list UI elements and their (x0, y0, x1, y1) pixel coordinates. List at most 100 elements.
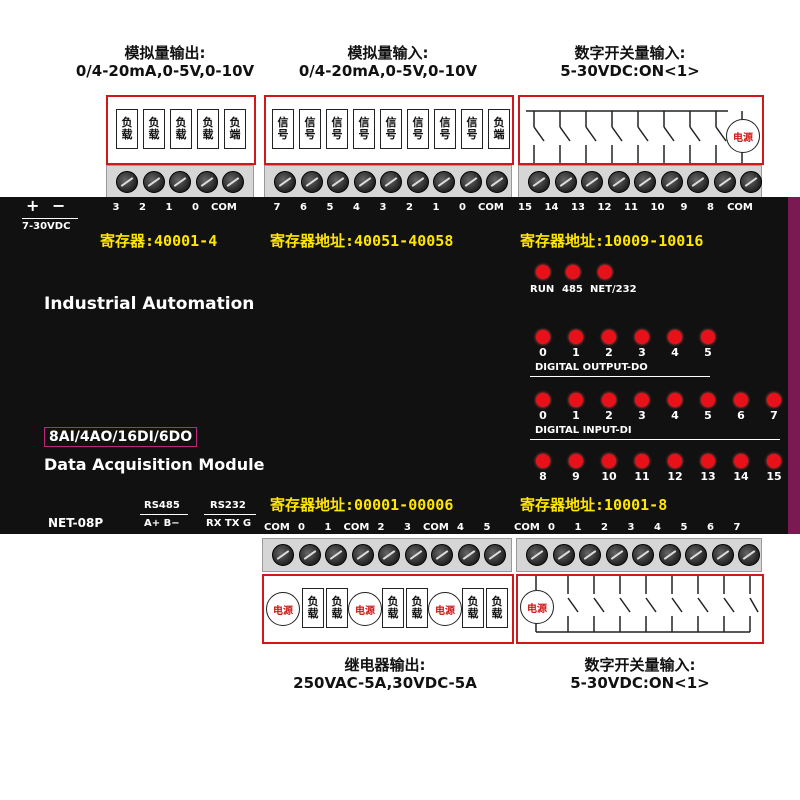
terminal-screw (687, 171, 709, 193)
ai-pin-label: 4 (353, 202, 360, 213)
di-pin-label: 10 (650, 202, 665, 213)
ai-signal-box: 信号 (272, 109, 294, 149)
relay-load-box: 负载 (462, 588, 484, 628)
terminal-screw (406, 171, 429, 193)
do-led (635, 330, 649, 344)
di-pin-label: 8 (707, 202, 714, 213)
terminal-screw (484, 544, 506, 566)
ai-signal-box: 信号 (434, 109, 456, 149)
relay-bottom-pin-label: 1 (324, 522, 332, 533)
relay-bottom-pin-label: 0 (298, 522, 305, 533)
terminal-screw (116, 171, 138, 193)
di-high-led (767, 454, 781, 468)
di-bottom-wiring-box: 电源 (516, 574, 764, 644)
terminal-screw (222, 171, 244, 193)
di-low-led (602, 393, 616, 407)
relay-bottom-pin-label: 3 (404, 522, 411, 533)
terminal-screw (457, 544, 480, 566)
relay-bottom-pin-label: COM (264, 522, 290, 533)
do-led-title: DIGITAL OUTPUT-DO (535, 362, 648, 373)
di-high-led-label: 12 (667, 470, 683, 483)
ai-caption: 模拟量输入: 0/4-20mA,0-5V,0-10V (268, 44, 508, 80)
relay-wiring-box: 电源 负载 负载 电源 负载 负载 电源 负载 负载 (262, 574, 514, 644)
relay-bottom-pin-label: 2 (377, 522, 385, 533)
do-led (536, 330, 550, 344)
ai-signal-box: 信号 (407, 109, 429, 149)
relay-bottom-pin-label: 4 (457, 522, 464, 533)
power-minus: − (52, 196, 66, 215)
di-bottom-register: 寄存器地址:10001-8 (520, 496, 668, 514)
di-low-led (734, 393, 748, 407)
relay-power-source: 电源 (428, 592, 462, 626)
di-low-led (701, 393, 715, 407)
di-led-underline (530, 439, 780, 440)
run-led-label: RUN (530, 284, 555, 295)
relay-power-source: 电源 (266, 592, 300, 626)
do-led (602, 330, 616, 344)
net232-led (598, 265, 612, 279)
relay-bottom-pin-label: COM (343, 522, 370, 533)
terminal-screw (300, 171, 323, 193)
rs485-divider (140, 514, 188, 515)
terminal-screw (581, 171, 603, 193)
terminal-screw (325, 544, 347, 566)
ai-pin-label: 0 (459, 202, 466, 213)
di-led-title: DIGITAL INPUT-DI (535, 425, 632, 436)
rs485-title: RS485 (144, 500, 180, 511)
di-top-caption-range: 5-30VDC:ON<1> (560, 62, 700, 80)
ao-wiring-box: 负载 负载 负载 负载 负端 (106, 95, 256, 165)
ao-caption: 模拟量输出: 0/4-20mA,0-5V,0-10V (60, 44, 270, 80)
terminal-screw (579, 544, 601, 566)
do-led-label: 0 (539, 346, 547, 359)
ai-pin-label: 1 (432, 202, 440, 213)
do-led-label: 3 (638, 346, 646, 359)
di-top-switch-lines (526, 110, 743, 163)
di-bottom-power-source: 电源 (520, 590, 554, 624)
do-led-label: 5 (704, 346, 712, 359)
di-low-led (569, 393, 583, 407)
part-number: NET-08P (48, 516, 104, 530)
terminal-screw (142, 171, 165, 193)
ai-load-end-box: 负端 (488, 109, 510, 149)
relay-load-box: 负载 (406, 588, 428, 628)
di-high-led-label: 13 (700, 470, 716, 483)
net232-led-label: NET/232 (590, 284, 637, 295)
terminal-screw (713, 171, 736, 193)
di-high-led (635, 454, 649, 468)
di-low-led (668, 393, 682, 407)
relay-caption-title: 继电器输出: (344, 656, 426, 674)
ai-register: 寄存器地址:40051-40058 (270, 232, 454, 250)
module-name: Data Acquisition Module (44, 455, 265, 474)
di-top-caption: 数字开关量输入: 5-30VDC:ON<1> (530, 44, 730, 80)
di-bottom-pin-label: 4 (654, 522, 661, 533)
di-high-led (734, 454, 748, 468)
di-high-led-label: 8 (539, 470, 547, 483)
relay-load-box: 负载 (486, 588, 508, 628)
di-high-led-label: 9 (572, 470, 580, 483)
ao-pin-label: COM (211, 202, 237, 213)
di-bottom-pin-label: 6 (707, 522, 714, 533)
do-led (668, 330, 682, 344)
di-low-led (767, 393, 781, 407)
di-low-led-label: 1 (572, 409, 580, 422)
terminal-screw (272, 544, 294, 566)
terminal-screw (404, 544, 427, 566)
di-high-led-label: 14 (733, 470, 749, 483)
terminal-screw (634, 171, 656, 193)
model-badge: 8AI/4AO/16DI/6DO (44, 427, 198, 447)
di-high-led (536, 454, 550, 468)
ai-caption-title: 模拟量输入: (347, 44, 429, 62)
di-pin-label: 14 (544, 202, 559, 213)
di-bottom-pin-label: 7 (733, 522, 741, 533)
di-low-led-label: 7 (770, 409, 778, 422)
ai-pin-label: 2 (406, 202, 413, 213)
rs485-pins: A+ B− (144, 518, 180, 529)
ai-signal-box: 信号 (299, 109, 321, 149)
di-low-led-label: 0 (539, 409, 547, 422)
ao-load-end-box: 负端 (224, 109, 246, 149)
ai-pin-label: COM (478, 202, 504, 213)
ao-load-box: 负载 (143, 109, 165, 149)
terminal-screw (738, 544, 760, 566)
terminal-screw (607, 171, 630, 193)
terminal-screw (685, 544, 707, 566)
